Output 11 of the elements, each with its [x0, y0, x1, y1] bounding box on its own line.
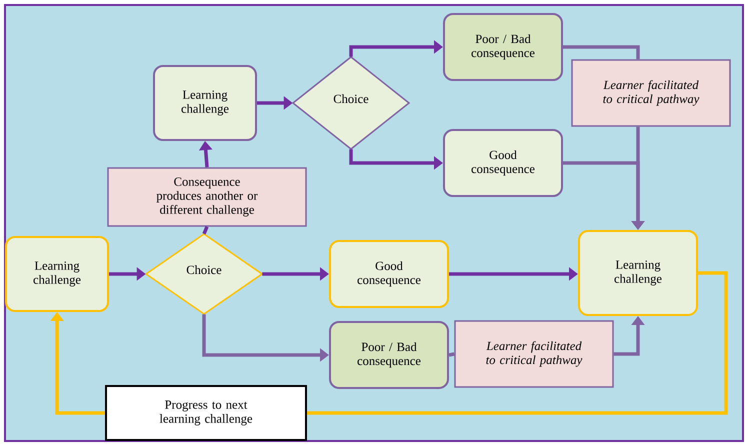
text-box: Learner facilitated to critical pathway — [454, 320, 614, 388]
text-box: Learner facilitated to critical pathway — [571, 59, 731, 127]
process-box: Learning challenge — [578, 230, 698, 316]
process-box: Poor / Bad consequence — [329, 321, 449, 389]
process-box: Good consequence — [443, 129, 563, 197]
process-box: Poor / Bad consequence — [443, 13, 563, 81]
process-box: Learning challenge — [153, 65, 257, 141]
process-box: Learning challenge — [5, 236, 109, 312]
process-box: Good consequence — [329, 240, 449, 308]
text-box: Progress to next learning challenge — [105, 385, 307, 441]
text-box: Consequence produces another or different challenge — [107, 167, 307, 227]
